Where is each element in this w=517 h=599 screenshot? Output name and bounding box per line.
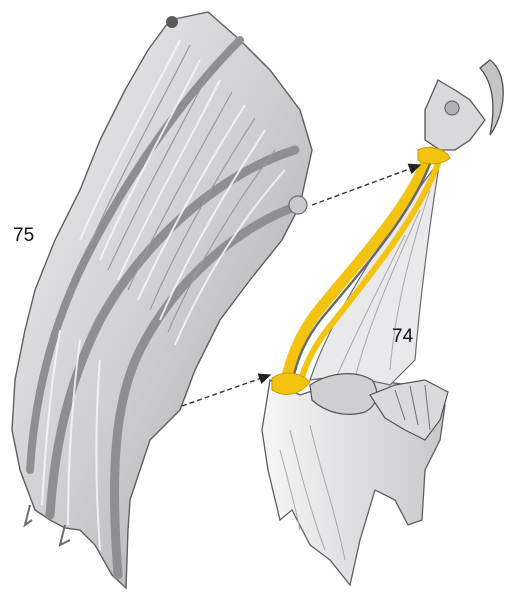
part-label-74: 74 — [392, 326, 413, 348]
wing-75-tip-left — [25, 505, 32, 525]
wing-75-knob-top — [166, 16, 178, 28]
connection-arrow-lower — [182, 375, 270, 406]
wing-part-75 — [12, 12, 312, 588]
wing-74-claw-knob — [445, 101, 459, 115]
wing-74-claw-body — [425, 80, 485, 150]
part-label-75: 75 — [13, 225, 34, 247]
wing-74-claw-hook — [480, 60, 503, 135]
wing-75-joint-upper — [289, 196, 307, 214]
